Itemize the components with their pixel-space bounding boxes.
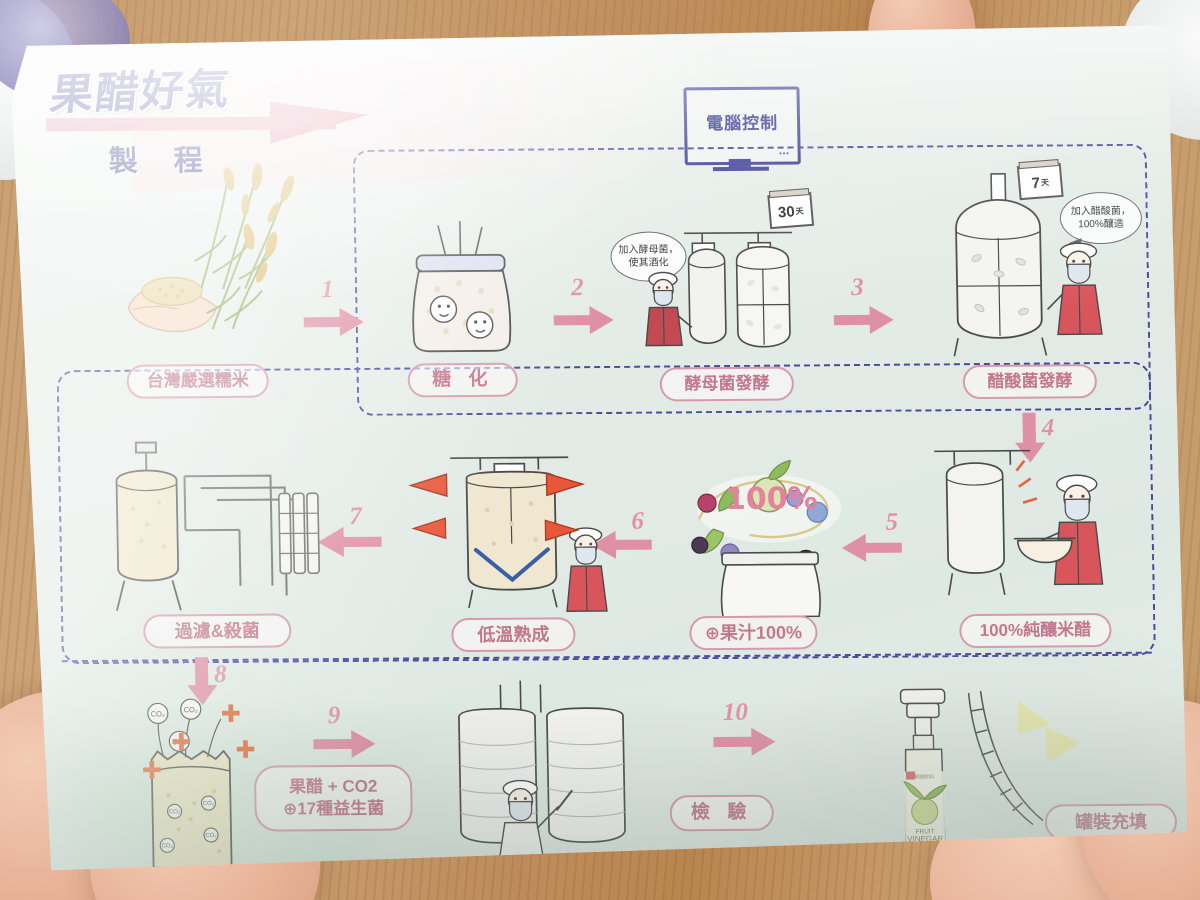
svg-text:CO₂: CO₂ <box>184 705 198 714</box>
arrow-1-icon <box>303 305 366 339</box>
plus-icon-4: ✚ <box>235 736 256 764</box>
svg-text:CO₂: CO₂ <box>169 809 181 815</box>
jar-icon <box>398 219 525 360</box>
fruit-juice-icon <box>668 446 871 618</box>
arrow-number-2: 2 <box>570 274 584 302</box>
svg-text:CO₂: CO₂ <box>151 709 165 718</box>
step-label-2[interactable]: 糖 化 <box>407 363 518 398</box>
plus-icon-3: ✚ <box>220 700 242 728</box>
arrow-9-icon <box>313 727 378 761</box>
process-leaflet: 果醋好氣 製 程 <box>10 24 1187 871</box>
step-label-9-line2: ⊕17種益生菌 <box>282 798 385 819</box>
monitor-label: 電腦控制 <box>705 113 779 133</box>
inspection-tank-icon <box>440 678 643 860</box>
step-label-7[interactable]: 低溫熟成 <box>451 617 576 652</box>
plus-icon-2: ✚ <box>171 729 192 757</box>
page-title: 果醋好氣 <box>47 64 234 121</box>
rice-in-hand-icon <box>119 220 291 351</box>
arrow-number-1: 1 <box>320 276 334 304</box>
heat-triangle-right-icon <box>544 471 584 497</box>
arrow-number-3: 3 <box>850 273 864 302</box>
step-label-9-line1: 果醋 + CO2 <box>288 776 378 797</box>
svg-text:CO₂: CO₂ <box>203 801 215 807</box>
arrow-number-10: 10 <box>722 698 749 727</box>
arrow-10-icon <box>713 725 778 759</box>
step-label-4[interactable]: 醋酸菌發酵 <box>963 364 1098 399</box>
arrow-number-9: 9 <box>327 702 341 730</box>
heat-triangle-left-lower-icon <box>411 516 447 540</box>
step-label-10[interactable]: 檢 驗 <box>669 795 774 832</box>
svg-text:CO₂: CO₂ <box>162 843 174 849</box>
step-label-9[interactable]: 果醋 + CO2 ⊕17種益生菌 <box>254 764 413 831</box>
arrow-7-icon <box>315 523 382 562</box>
filter-sterilize-icon <box>88 435 321 617</box>
step-label-6[interactable]: ⊕果汁100% <box>689 615 818 650</box>
step-label-5[interactable]: 100%純釀米醋 <box>959 613 1112 648</box>
step-label-3[interactable]: 酵母菌發酵 <box>660 366 795 401</box>
acetic-tank-icon <box>921 169 1125 366</box>
step-label-8[interactable]: 過濾&殺菌 <box>143 613 292 648</box>
arrow-2-icon <box>553 303 616 337</box>
step-label-1[interactable]: 台灣嚴選糯米 <box>126 364 269 399</box>
tank-with-worker-icon <box>918 444 1131 606</box>
plus-icon-1: ✚ <box>141 757 163 785</box>
fruit-percent-badge: 100% <box>724 481 818 518</box>
heat-triangle-right-lower-icon <box>543 518 579 542</box>
svg-text:CO₂: CO₂ <box>205 833 217 839</box>
calendar-30-number: 30 <box>777 203 796 222</box>
heat-triangle-left-icon <box>408 472 448 498</box>
arrow-3-icon <box>833 303 896 337</box>
svg-text:果醋飲料: 果醋飲料 <box>914 773 934 780</box>
fermentation-tank-icon <box>640 222 803 363</box>
calendar-30-unit: 天 <box>795 206 805 217</box>
